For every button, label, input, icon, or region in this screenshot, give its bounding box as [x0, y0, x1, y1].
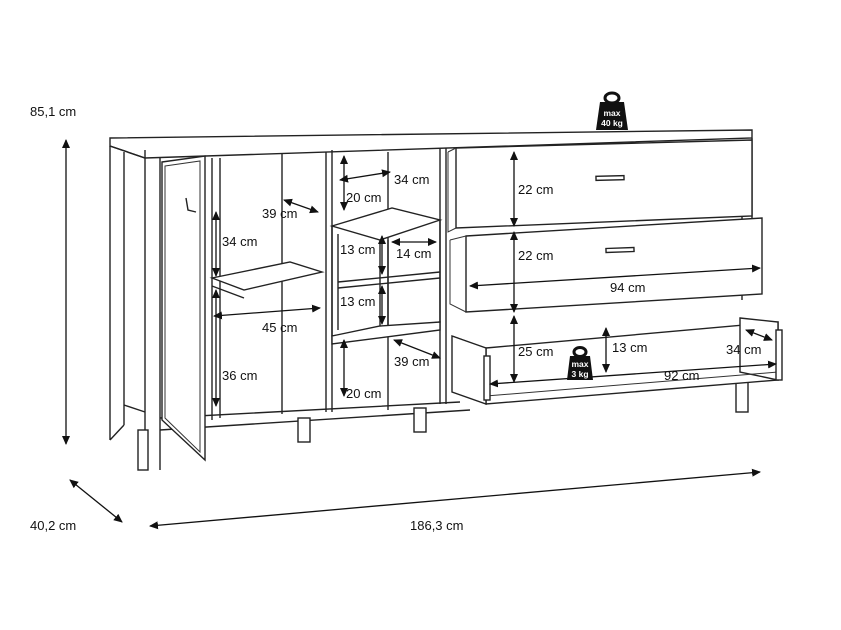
- leg: [297, 417, 311, 443]
- height-label: 85,1 cm: [30, 104, 76, 119]
- width-arrow-icon: [149, 468, 761, 530]
- leg: [137, 429, 149, 471]
- middle-shelf-top: [329, 207, 443, 241]
- arrow-icon: [469, 264, 761, 290]
- door-handle[interactable]: [185, 197, 197, 213]
- arrow-icon: [393, 339, 441, 359]
- drawer-handle[interactable]: [605, 246, 635, 254]
- door-shelf-width-label: 45 cm: [262, 320, 297, 335]
- drawer-inner-width-label: 92 cm: [664, 368, 699, 383]
- leg: [735, 379, 749, 413]
- weight-prefix-top: max: [603, 108, 620, 118]
- mid-box-height-upper-label: 13 cm: [340, 242, 375, 257]
- drawer-bottom-open[interactable]: [451, 317, 783, 405]
- drawer-inner-height-label: 13 cm: [612, 340, 647, 355]
- weight-value-drawer: 3 kg: [571, 369, 588, 379]
- sideboard-body: [109, 129, 783, 471]
- arrow-icon: [213, 304, 321, 320]
- drawer-top[interactable]: [447, 139, 753, 233]
- mid-box-width-label: 14 cm: [396, 246, 431, 261]
- depth-arrow-icon: [69, 479, 123, 523]
- drawer3-height-label: 25 cm: [518, 344, 553, 359]
- drawer-width-label: 94 cm: [610, 280, 645, 295]
- arrow-icon: [283, 198, 319, 214]
- mid-top-height-label: 20 cm: [346, 190, 381, 205]
- mid-top-width-label: 34 cm: [394, 172, 429, 187]
- arrow-icon: [339, 169, 391, 183]
- measurement-labels: 85,1 cm 40,2 cm 186,3 cm 39 cm 34 cm 45 …: [30, 104, 761, 533]
- left-shelf: [209, 261, 325, 291]
- open-door[interactable]: [161, 155, 206, 462]
- drawer2-height-label: 22 cm: [518, 248, 553, 263]
- weight-icon: max 3 kg: [567, 346, 593, 380]
- drawer1-height-label: 22 cm: [518, 182, 553, 197]
- drawer-handle[interactable]: [595, 174, 625, 182]
- weight-value-top: 40 kg: [601, 118, 623, 128]
- width-label: 186,3 cm: [410, 518, 463, 533]
- left-side-panel: [109, 146, 125, 441]
- drawer-middle[interactable]: [449, 217, 763, 313]
- weight-prefix-drawer: max: [571, 359, 588, 369]
- door-lower-height-label: 36 cm: [222, 368, 257, 383]
- mid-bottom-height-label: 20 cm: [346, 386, 381, 401]
- middle-shelf-bottom: [331, 321, 441, 345]
- dimension-lines: [62, 139, 777, 530]
- leg: [413, 407, 427, 433]
- arrow-icon: [489, 360, 777, 388]
- arrow-icon: [745, 329, 773, 341]
- depth-label: 40,2 cm: [30, 518, 76, 533]
- door-upper-height-label: 34 cm: [222, 234, 257, 249]
- weight-icon: max 40 kg: [596, 91, 628, 130]
- drawer-inner-depth-label: 34 cm: [726, 342, 761, 357]
- mid-bottom-depth-label: 39 cm: [394, 354, 429, 369]
- mid-box-height-lower-label: 13 cm: [340, 294, 375, 309]
- door-shelf-depth-label: 39 cm: [262, 206, 297, 221]
